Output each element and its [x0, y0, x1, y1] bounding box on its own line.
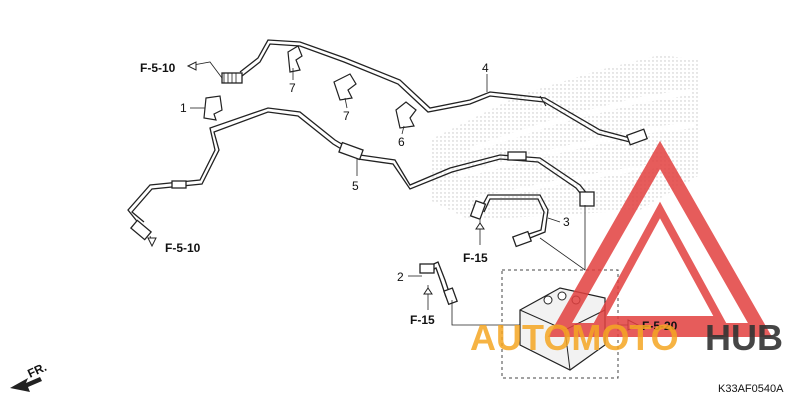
front-direction-label: FR. — [25, 360, 48, 381]
ref-label-left: F-5-10 — [165, 241, 201, 255]
brake-pipe-3 — [469, 194, 549, 248]
ref-label-mid-b: F-15 — [410, 313, 435, 327]
clamp-7a — [287, 45, 303, 73]
ref-label-top-left: F-5-10 — [140, 61, 176, 75]
part-label-3: 3 — [563, 215, 570, 229]
front-direction-arrow-icon — [10, 377, 42, 392]
brake-pipe-2 — [419, 261, 458, 306]
part-label-2: 2 — [397, 270, 404, 284]
watermark-text-automoto: AUTOMOTO — [470, 317, 679, 358]
brake-pipe-5 — [127, 107, 595, 241]
drawing-code: K33AF0540A — [718, 383, 784, 395]
part-label-7b: 7 — [343, 109, 350, 123]
watermark-text-hub: HUB — [705, 317, 783, 358]
part-label-5: 5 — [352, 179, 359, 193]
ref-label-mid-a: F-15 — [463, 251, 488, 265]
watermark-logo — [547, 140, 773, 337]
clamp-6 — [395, 101, 417, 129]
clamp-1 — [203, 95, 223, 121]
ref-label-right: F-5-20 — [642, 319, 678, 333]
part-label-1: 1 — [180, 101, 187, 115]
part-label-7a: 7 — [289, 81, 296, 95]
part-label-4: 4 — [482, 61, 489, 75]
background-frame-shading — [430, 55, 700, 220]
brake-pipe-4 — [221, 39, 649, 146]
part-label-6: 6 — [398, 135, 405, 149]
clamp-7b — [333, 73, 357, 101]
